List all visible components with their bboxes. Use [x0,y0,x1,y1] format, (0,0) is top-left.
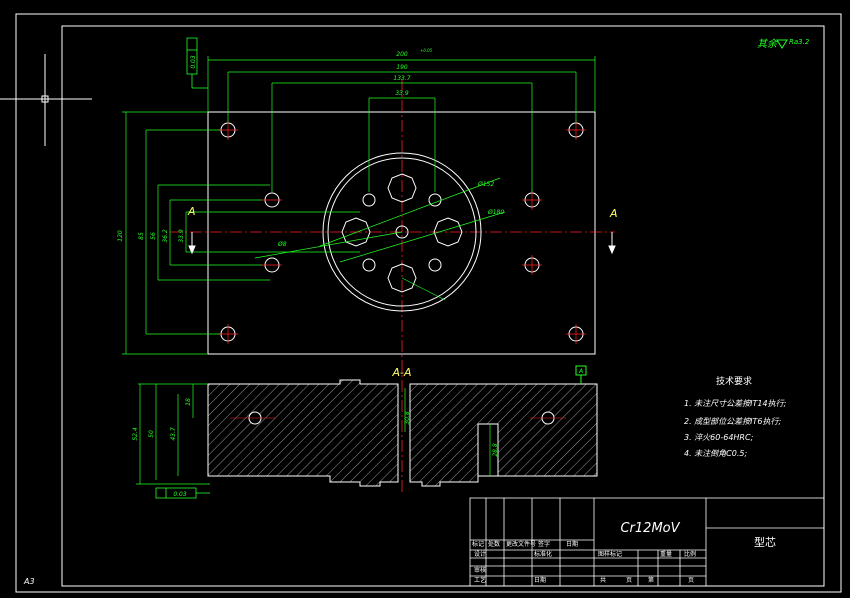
dim-190: 190 [396,64,408,71]
dim-h524: 52.4 [132,427,139,441]
section-body [207,379,399,487]
part-name: 型芯 [754,535,776,549]
roughness-prefix: 其余 [757,38,779,50]
tech-req-item: 4. 未注倒角C0.5; [684,449,747,458]
dim-h50: 50 [148,430,155,438]
tb-review: 审核 [474,566,486,574]
dim-33: 33.9 [395,90,409,97]
material: Cr12MoV [620,521,680,536]
dim-top-width: 200 [396,51,408,58]
tb-date2: 日期 [534,576,546,584]
diameter-leaders [254,177,506,301]
dim-33v: 33.9 [178,229,185,243]
boss-inner-circle [327,157,477,307]
tb-weight: 重量 [660,550,672,558]
dim-56: 56 [150,232,157,240]
tech-req-item: 1. 未注尺寸公差按IT14执行; [684,399,787,408]
boss-outer-circle [322,152,482,312]
crosshair-cursor-icon [0,54,92,146]
center-mark [218,120,586,344]
tb-count: 处数 [488,540,500,548]
dim-h18: 18 [185,398,192,406]
tb-sign: 签字 [538,540,550,548]
tb-no: 第 [648,576,654,584]
flatness-frame [186,37,208,89]
sheet-size: A3 [23,577,35,586]
perpendicularity-frame [155,487,210,499]
plan-view: 200 +0.05 190 133.7 33.9 120 85 56 36.2 … [117,48,618,360]
datum-ref: A [578,368,583,375]
tb-standard: 标准化 [534,550,552,558]
tb-total: 共 [600,576,606,584]
dim-85: 85 [138,232,145,240]
tb-change: 更改文件号 [506,540,536,548]
section-view: A-A [207,360,598,492]
section-body-right [409,383,598,487]
datum-flag [575,365,587,384]
roughness-symbol-icon [776,39,788,49]
dim-133: 133.7 [393,75,410,82]
tb-stage: 图样标记 [598,550,622,558]
tb-design: 设计 [474,550,486,558]
section-mark-right: A [609,207,618,220]
tb-scale: 比例 [684,550,696,558]
dim-c3: 28.8 [492,443,499,457]
plate-outline [207,111,596,355]
dim-36: 36.2 [162,229,169,243]
tb-process: 工艺 [474,576,486,584]
tech-req-title: 技术要求 [716,375,752,387]
section-dimensions [136,383,491,485]
dim-dia8: Ø8 [277,241,287,248]
dim-dia152: Ø152 [477,181,494,188]
title-block [469,497,825,587]
tb-mark: 标记 [472,540,484,548]
roughness-value: Ra3.2 [789,38,810,46]
tb-date: 日期 [566,540,578,548]
inner-frame [61,25,825,587]
section-title: A-A [391,366,411,379]
dim-c2: 30.8 [404,411,411,425]
tech-req-item: 3. 淬火60-64HRC; [684,433,754,442]
dim-120: 120 [117,230,124,242]
outer-border [15,13,842,593]
vertical-dimensions [122,111,360,355]
dim-dia180: Ø180 [487,209,504,216]
horizontal-dimensions [207,56,596,192]
section-mark-left: A [187,205,196,218]
dim-h437: 43.7 [170,427,177,441]
tb-page: 页 [626,577,632,584]
dim-top-tol: +0.05 [420,48,433,53]
tb-page2: 页 [688,577,694,584]
section-arrows [188,232,616,255]
tech-req-item: 2. 成型部位公差按IT6执行; [684,417,782,426]
polygon-cavity [341,173,463,293]
flatness-value: 0.03 [190,55,197,69]
perp-value: 0.03 [173,491,187,498]
